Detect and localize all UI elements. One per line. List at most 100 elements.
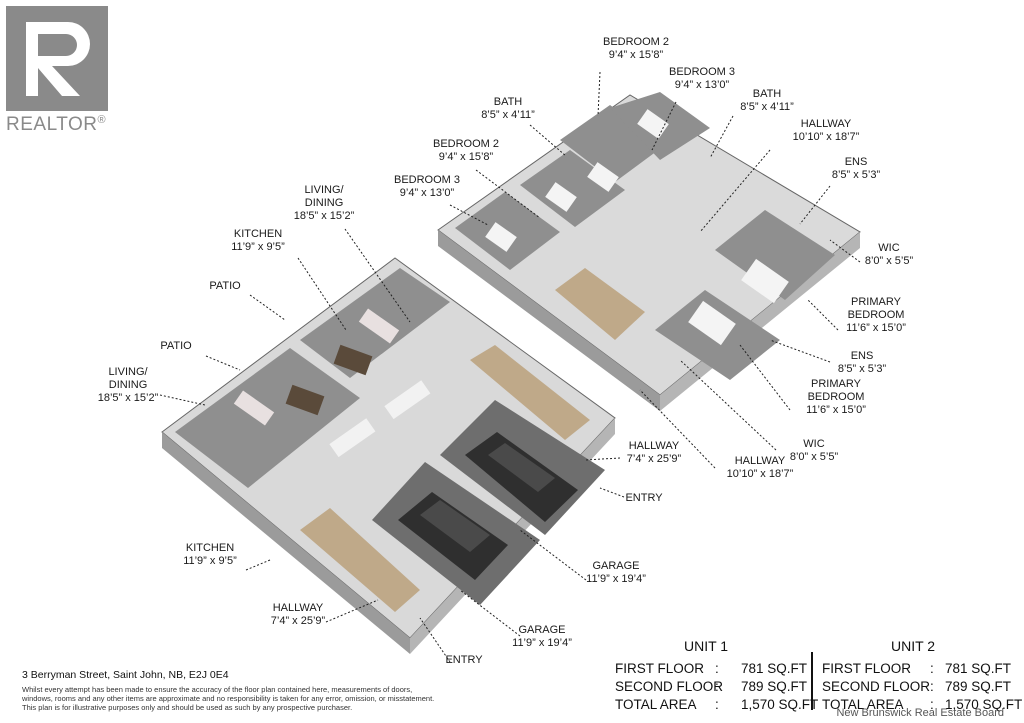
room-dimensions: 7’4” x 25’9” [270,615,326,627]
area-label: SECOND FLOOR [822,679,931,694]
kitchen-counter-icon [384,380,431,420]
room-name: ENTRY [625,492,663,504]
room-dimensions: 18’5” x 15’2” [293,210,355,222]
room-name: HALLWAY [800,118,852,130]
room-name: LIVING/ DINING [108,366,148,391]
room-name: HALLWAY [272,602,324,614]
leader-line [249,294,286,321]
area-value: 789 SQ.FT [945,679,1012,694]
room-dimensions: 9’4” x 15’8” [438,151,494,163]
leader-line [419,617,451,663]
area-label: TOTAL AREA [615,697,697,712]
room-dimensions: 10’10” x 18’7” [726,468,794,480]
room-dimensions: 18’5” x 15’2” [97,392,159,404]
room-name: BEDROOM 3 [393,174,460,186]
area-label: FIRST FLOOR [822,661,912,676]
room-label: ENTRY [414,654,514,667]
leader-line [519,529,587,581]
leader-line [205,355,241,371]
unit-title: UNIT 2 [891,638,936,654]
area-value: 781 SQ.FT [741,661,808,676]
hallway-floor-left [300,508,420,612]
room-dimensions: 8’5” x 5’3” [831,169,881,181]
room-name: GARAGE [518,624,566,636]
area-sep: : [715,679,719,694]
property-address: 3 Berryman Street, Saint John, NB, E2J 0… [22,669,229,681]
dining-table-icon [285,384,325,416]
room-dimensions: 9’4” x 15’8” [608,49,664,61]
area-sep: : [930,679,934,694]
area-sep: : [715,661,719,676]
realtor-r-icon [26,22,90,96]
room-name: HALLWAY [628,440,680,452]
car-icon [465,432,578,522]
leader-line [739,344,791,411]
leader-line [599,487,625,498]
leader-line [459,589,521,637]
room-name: BATH [752,88,782,100]
second-floor-plan [437,92,861,411]
hallway-floor-right [470,345,590,440]
realtor-wordmark: REALTOR® [6,114,107,135]
disclaimer-line: Whilst every attempt has been made to en… [22,685,413,694]
room-name: BATH [493,96,523,108]
room-name: BEDROOM 2 [602,36,669,48]
area-value: 1,570 SQ.FT [741,697,819,712]
room-name: PRIMARY BEDROOM [807,378,865,403]
bed-icon [741,258,789,304]
realtor-logo: REALTOR® [6,6,116,136]
bed-icon [587,162,619,192]
leader-line [699,149,771,233]
room-dimensions: 11’9” x 9’5” [231,241,285,253]
room-name: PATIO [160,340,192,352]
disclaimer-line: This plan is for illustrative purposes o… [22,703,353,712]
leader-line [245,559,271,571]
hallway-floor-upper [555,268,645,340]
room-dimensions: 11’9” x 19’4” [586,573,646,585]
area-label: TOTAL AREA [822,697,904,712]
room-name: KITCHEN [185,542,235,554]
area-sep: : [930,661,934,676]
area-sep: : [930,697,934,712]
room-dimensions: 8’5” x 4’11” [740,101,794,113]
leader-line [344,228,411,323]
room-label: PATIO [175,280,275,293]
second-floor-side-left [438,230,660,411]
room-dimensions: 11’9” x 9’5” [183,555,237,567]
first-floor-side-left [162,432,410,654]
room-name: WIC [803,438,825,450]
first-floor-plan [161,257,616,654]
disclaimer-line: windows, rooms and any other items are a… [22,694,435,703]
room-name: ENTRY [445,654,483,666]
area-value: 781 SQ.FT [945,661,1012,676]
room-name: LIVING/ DINING [304,184,344,209]
realtor-logo-mark [6,6,108,111]
bedroom-floor [560,105,665,182]
room-name: KITCHEN [233,228,283,240]
leader-line [807,299,839,331]
room-label: ENTRY [594,492,694,505]
bed-icon [545,182,577,212]
leader-line [584,457,621,461]
bed-icon [485,222,517,252]
leader-line [769,339,831,363]
room-name: PATIO [209,280,241,292]
